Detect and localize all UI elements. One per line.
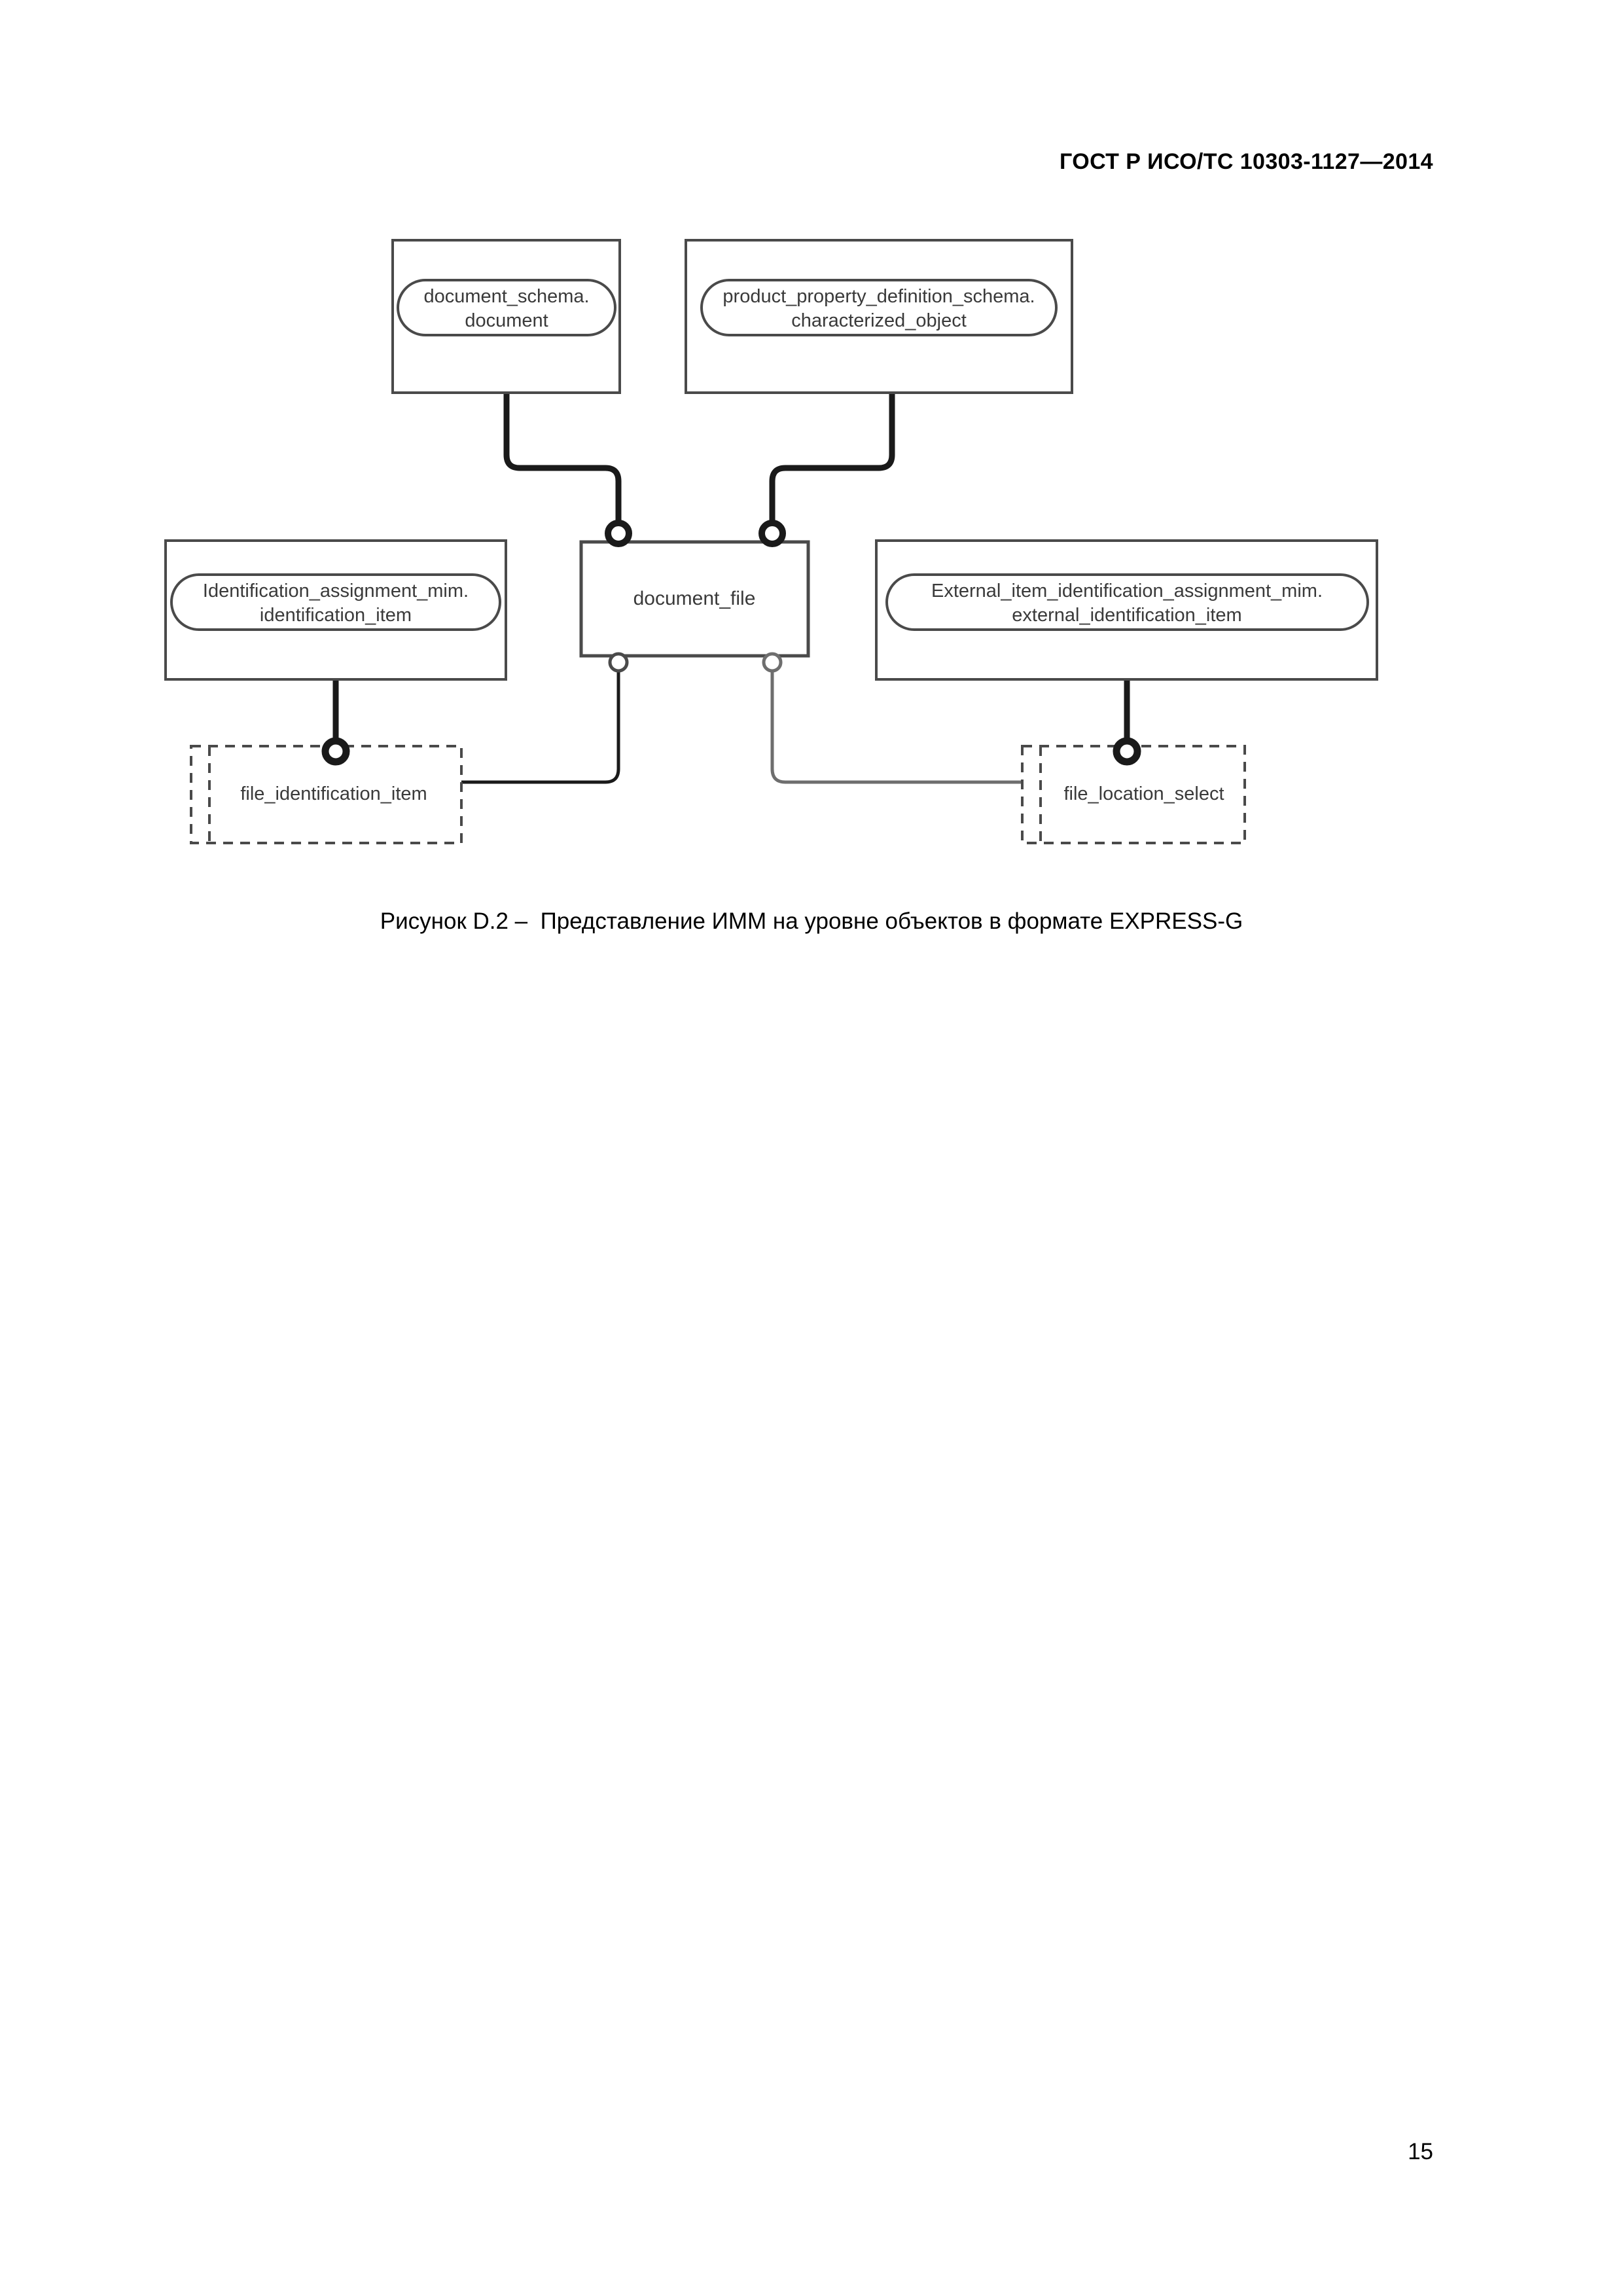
entity-label-line2: document: [465, 310, 548, 331]
entity-label-line1: product_property_definition_schema.: [722, 286, 1035, 307]
entity-box-product-property-definition-schema-characterized-object[interactable]: product_property_definition_schema. char…: [685, 239, 1073, 394]
relationship-circle-document-file-bottom-right: [762, 652, 783, 673]
connector-document-to-document-file: [503, 393, 622, 527]
entity-label-line1: document_schema.: [423, 286, 589, 307]
entity-label-line1: Identification_assignment_mim.: [203, 581, 469, 601]
document-header-standard-ref: ГОСТ Р ИСО/ТС 10303-1127—2014: [1060, 149, 1433, 174]
page-number: 15: [1408, 2139, 1433, 2164]
entity-stadium-outline: [170, 573, 501, 631]
entity-stadium-outline: [885, 573, 1369, 631]
connector-characterized-object-to-document-file: [769, 393, 895, 527]
entity-label-line2: external_identification_item: [1012, 605, 1241, 626]
connector-document-file-to-file-identification-item: [461, 668, 620, 784]
relationship-circle-document-file-top-left: [605, 520, 632, 547]
entity-stadium-outline: [700, 279, 1058, 336]
entity-label-line2: identification_item: [260, 605, 412, 626]
entity-label: document_file: [633, 588, 756, 609]
connector-document-file-to-file-location-select: [770, 668, 1022, 784]
relationship-circle-document-file-bottom-left: [608, 652, 629, 673]
select-box-file-identification-item[interactable]: file_identification_item: [190, 745, 463, 844]
select-box-outline: [190, 745, 463, 844]
entity-label-line1: External_item_identification_assignment_…: [931, 581, 1323, 601]
entity-box-external-item-identification-assignment-mim-external-identification-item[interactable]: External_item_identification_assignment_…: [875, 539, 1378, 681]
relationship-circle-document-file-top-right: [758, 520, 786, 547]
entity-box-identification-assignment-mim-identification-item[interactable]: Identification_assignment_mim. identific…: [164, 539, 507, 681]
entity-box-outline: [579, 540, 810, 658]
figure-caption: Рисунок D.2 – Представление ИММ на уровн…: [380, 908, 1243, 934]
figure-d2: document_schema. document product_proper…: [0, 0, 1623, 982]
relationship-circle-file-identification-item-top: [321, 737, 350, 766]
entity-box-document-file[interactable]: document_file: [579, 540, 810, 658]
relationship-circle-file-location-select-top: [1113, 737, 1141, 766]
entity-stadium-outline: [397, 279, 616, 336]
select-label: file_location_select: [1063, 783, 1224, 804]
express-g-diagram: document_schema. document product_proper…: [164, 239, 1378, 844]
entity-label-line2: characterized_object: [791, 310, 967, 331]
select-label: file_identification_item: [240, 783, 427, 804]
entity-box-document-schema-document[interactable]: document_schema. document: [391, 239, 621, 394]
